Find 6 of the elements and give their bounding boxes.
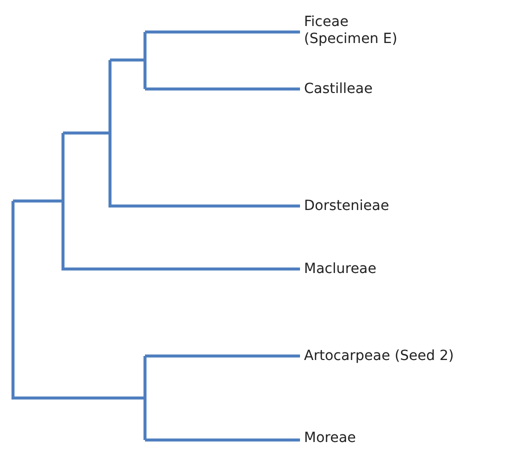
taxon-label: Maclureae [304, 261, 376, 278]
taxon-label: Dorstenieae [304, 198, 390, 215]
taxon-label: Artocarpeae (Seed 2) [304, 348, 454, 365]
taxon-label: Castilleae [304, 81, 373, 98]
taxon-label: Ficeae (Specimen E) [304, 14, 414, 48]
taxon-label: Moreae [304, 430, 356, 447]
